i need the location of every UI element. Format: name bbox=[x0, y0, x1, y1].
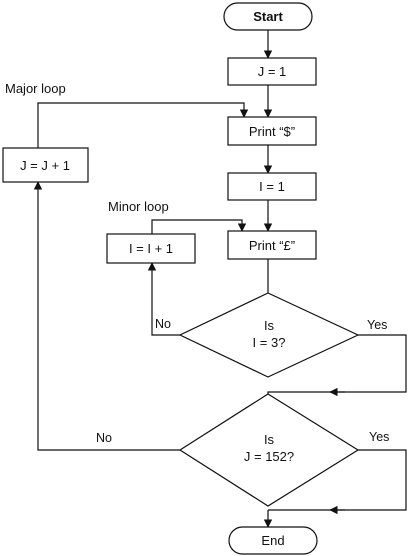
set-j-label: J = 1 bbox=[258, 64, 287, 79]
start-terminal bbox=[223, 2, 313, 31]
major-loop-return-path bbox=[37, 102, 249, 148]
decision-j-line1: Is bbox=[264, 432, 275, 447]
increment-i-label: I = I + 1 bbox=[129, 241, 173, 256]
print-pound-label: Print “£” bbox=[249, 238, 295, 253]
increment-i-box bbox=[106, 233, 196, 264]
print-dollar-box bbox=[227, 116, 317, 146]
decision-i-yes-path bbox=[267, 334, 407, 394]
start-label: Start bbox=[253, 9, 283, 24]
print-dollar-label: Print “$” bbox=[249, 124, 295, 139]
increment-j-label: J = J + 1 bbox=[20, 158, 70, 173]
minor-loop-no-path bbox=[147, 262, 180, 336]
decision-i-no-label: No bbox=[155, 317, 171, 331]
end-terminal bbox=[228, 526, 318, 555]
end-label: End bbox=[261, 533, 284, 548]
set-i-box bbox=[227, 172, 317, 201]
decision-j-line2: J = 152? bbox=[244, 449, 294, 464]
minor-loop-label: Minor loop bbox=[108, 199, 169, 214]
major-loop-no-path bbox=[33, 181, 180, 451]
decision-i-diamond bbox=[178, 292, 360, 378]
decision-i-yes-label: Yes bbox=[367, 318, 387, 332]
decision-i-line2: I = 3? bbox=[253, 335, 286, 350]
decision-j-yes-label: Yes bbox=[369, 430, 389, 444]
set-j-box bbox=[227, 57, 317, 86]
increment-j-box bbox=[2, 147, 89, 183]
decision-j-no-label: No bbox=[96, 431, 112, 445]
set-i-label: I = 1 bbox=[259, 179, 285, 194]
minor-loop-return-path bbox=[151, 219, 247, 234]
print-pound-box bbox=[227, 230, 317, 260]
decision-j-diamond bbox=[178, 393, 360, 507]
decision-i-line1: Is bbox=[264, 318, 275, 333]
major-loop-label: Major loop bbox=[5, 81, 66, 96]
